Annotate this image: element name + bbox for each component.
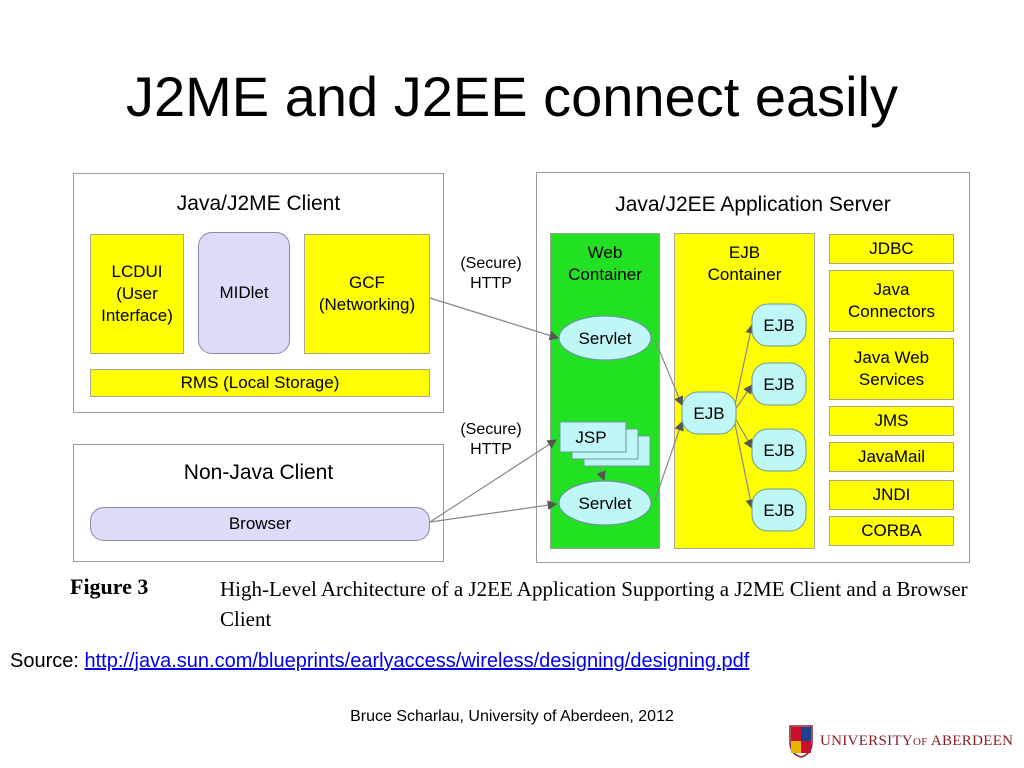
servlet-bottom-label: Servlet (579, 494, 632, 513)
arrow-ejb-to-ejb3 (734, 417, 753, 450)
service-java-web-services: Java Web Services (829, 338, 954, 400)
arrow-ejb-to-ejb2 (734, 384, 753, 411)
arrow-browser-to-jsp (429, 439, 558, 523)
ejb-3-label: EJB (763, 441, 794, 460)
university-logo: UNIVERSITYOF ABERDEEN (788, 724, 1013, 758)
servlet-top-shape (558, 315, 652, 361)
ejb-container-label: EJB Container (707, 243, 782, 284)
service-corba: CORBA (829, 516, 954, 546)
slide-title: J2ME and J2EE connect easily (126, 65, 898, 128)
gcf-box: GCF (Networking) (304, 234, 430, 354)
midlet-box: MIDlet (198, 232, 290, 354)
ejb-2-label: EJB (763, 375, 794, 394)
source-link[interactable]: http://java.sun.com/blueprints/earlyacce… (84, 650, 750, 672)
arrow-ejb-to-ejb1 (734, 323, 755, 406)
arrow-servlet-top-to-ejb (654, 339, 684, 407)
ejb-4-label: EJB (763, 501, 794, 520)
arrow-servlet-bottom-to-ejb (654, 420, 684, 501)
jsp-label: JSP (575, 428, 606, 447)
servlet-top-label: Servlet (579, 329, 632, 348)
ejb-3-shape (751, 428, 807, 472)
service-jms: JMS (829, 406, 954, 436)
ejb-2-shape (751, 362, 807, 406)
service-java-connectors: Java Connectors (829, 270, 954, 332)
ejb-1-label: EJB (763, 316, 794, 335)
http-label-bottom: (Secure) HTTP (460, 421, 522, 458)
rms-box: RMS (Local Storage) (90, 369, 430, 397)
http-label-top: (Secure) HTTP (460, 255, 522, 292)
source-label: Source: (10, 650, 79, 672)
non-java-client-title: Non-Java Client (183, 461, 334, 484)
ejb-main-shape (681, 391, 737, 435)
arrow-ejb-to-ejb4 (734, 423, 756, 510)
ejb-1-shape (751, 303, 807, 347)
lcdui-box: LCDUI (User Interface) (90, 234, 184, 354)
j2me-client-title: Java/J2ME Client (176, 192, 341, 215)
j2ee-server-title: Java/J2EE Application Server (615, 193, 891, 216)
arrow-gcf-to-servlet (429, 297, 560, 341)
service-javamail: JavaMail (829, 442, 954, 472)
non-java-client-panel: Non-Java Client Browser (73, 444, 444, 562)
servlet-bottom-shape (558, 480, 652, 526)
footer-credit: Bruce Scharlau, University of Aberdeen, … (350, 708, 674, 725)
browser-box: Browser (90, 507, 430, 541)
service-jndi: JNDI (829, 480, 954, 510)
figure-caption: High-Level Architecture of a J2EE Applic… (220, 577, 968, 631)
logo-text: UNIVERSITYOF ABERDEEN (820, 732, 1014, 749)
ejb-4-shape (751, 488, 807, 532)
arrow-browser-to-servlet (429, 500, 558, 523)
figure-number: Figure 3 (70, 574, 149, 599)
jsp-page-front (559, 421, 627, 453)
ejb-main-label: EJB (693, 404, 724, 423)
crest-icon (789, 725, 813, 758)
j2me-client-panel: Java/J2ME Client LCDUI (User Interface) … (73, 173, 444, 413)
web-container-label: Web Container (568, 243, 642, 284)
service-jdbc: JDBC (829, 234, 954, 264)
source-line: Source: http://java.sun.com/blueprints/e… (10, 650, 749, 673)
